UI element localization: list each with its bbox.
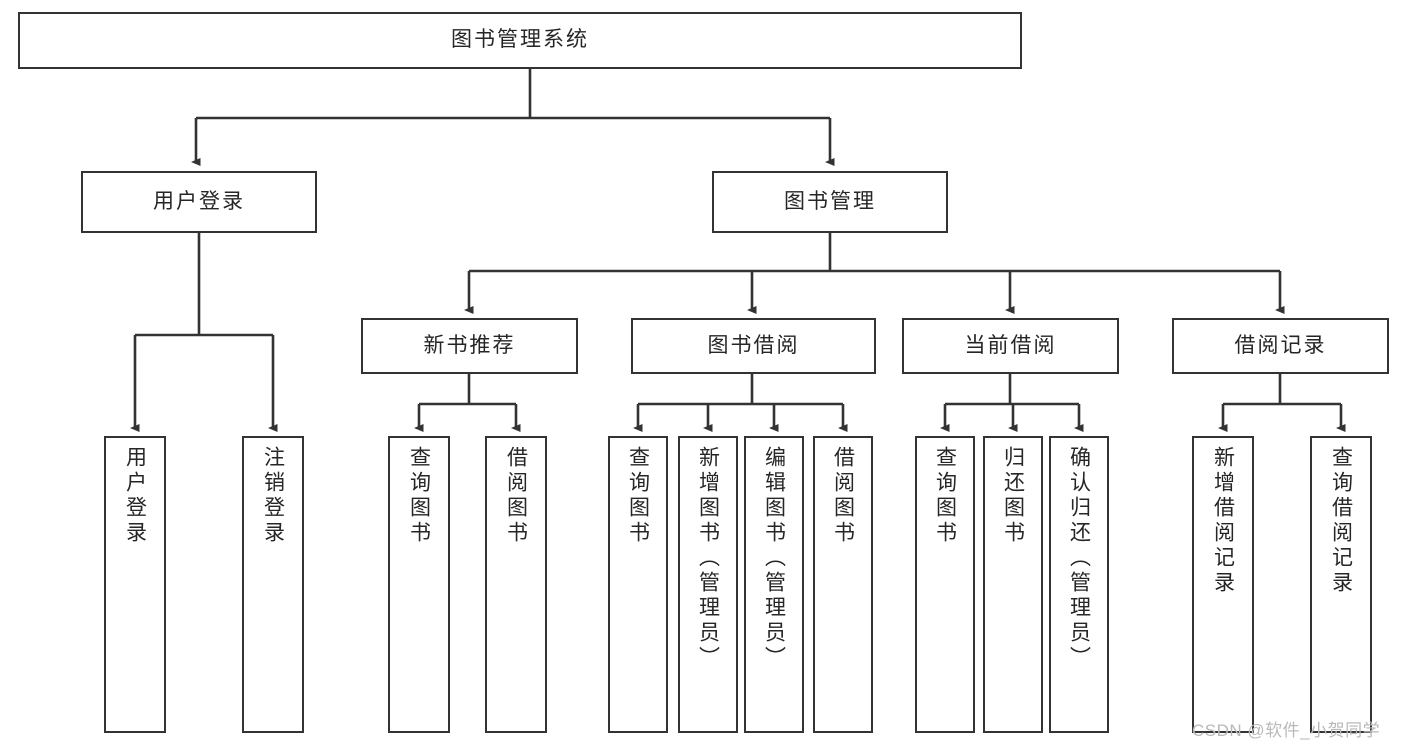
node-current-borrow[interactable]: 当前借阅: [902, 318, 1119, 374]
node-book-manage[interactable]: 图书管理: [712, 171, 948, 233]
node-book-borrow-label: 图书借阅: [707, 333, 800, 357]
node-leaf-add-borrow-record[interactable]: 新增借阅记录: [1192, 436, 1254, 733]
node-leaf-borrow-book-label: 借阅图书: [831, 446, 855, 546]
node-leaf-add-book[interactable]: 新增图书（管理员）: [678, 436, 738, 733]
node-leaf-user-login[interactable]: 用户登录: [104, 436, 166, 733]
node-borrow-record[interactable]: 借阅记录: [1172, 318, 1389, 374]
node-leaf-add-book-label: 新增图书（管理员）: [696, 446, 720, 671]
node-leaf-user-logout[interactable]: 注销登录: [242, 436, 304, 733]
node-leaf-query-book-current[interactable]: 查询图书: [915, 436, 975, 733]
node-leaf-add-borrow-record-label: 新增借阅记录: [1211, 446, 1235, 596]
csdn-watermark: CSDN @软件_小贺同学: [1192, 721, 1381, 740]
node-leaf-query-book-current-label: 查询图书: [933, 446, 957, 546]
node-user-login-label: 用户登录: [153, 189, 245, 213]
node-root-label: 图书管理系统: [451, 28, 589, 52]
node-leaf-borrow-book-recommend[interactable]: 借阅图书: [485, 436, 547, 733]
node-leaf-query-book-borrow-label: 查询图书: [626, 446, 650, 546]
node-leaf-user-login-label: 用户登录: [123, 446, 147, 546]
node-leaf-borrow-book-recommend-label: 借阅图书: [504, 446, 528, 546]
node-user-login[interactable]: 用户登录: [81, 171, 317, 233]
node-leaf-return-book-label: 归还图书: [1001, 446, 1025, 546]
node-new-book-recommend-label: 新书推荐: [423, 333, 516, 357]
node-borrow-record-label: 借阅记录: [1234, 333, 1327, 357]
node-leaf-return-book[interactable]: 归还图书: [983, 436, 1043, 733]
node-leaf-user-logout-label: 注销登录: [261, 446, 285, 546]
node-leaf-query-borrow-record-label: 查询借阅记录: [1329, 446, 1353, 596]
node-leaf-confirm-return-label: 确认归还（管理员）: [1067, 446, 1091, 671]
node-leaf-edit-book-label: 编辑图书（管理员）: [762, 446, 786, 671]
node-leaf-query-book-recommend[interactable]: 查询图书: [388, 436, 450, 733]
node-leaf-query-book-borrow[interactable]: 查询图书: [608, 436, 668, 733]
node-new-book-recommend[interactable]: 新书推荐: [361, 318, 578, 374]
node-root-system[interactable]: 图书管理系统: [18, 12, 1022, 69]
node-leaf-query-borrow-record[interactable]: 查询借阅记录: [1310, 436, 1372, 733]
node-leaf-query-book-recommend-label: 查询图书: [407, 446, 431, 546]
node-current-borrow-label: 当前借阅: [964, 333, 1057, 357]
node-book-manage-label: 图书管理: [784, 189, 876, 213]
node-book-borrow[interactable]: 图书借阅: [631, 318, 876, 374]
node-leaf-edit-book[interactable]: 编辑图书（管理员）: [744, 436, 804, 733]
node-leaf-borrow-book[interactable]: 借阅图书: [813, 436, 873, 733]
node-leaf-confirm-return[interactable]: 确认归还（管理员）: [1049, 436, 1109, 733]
